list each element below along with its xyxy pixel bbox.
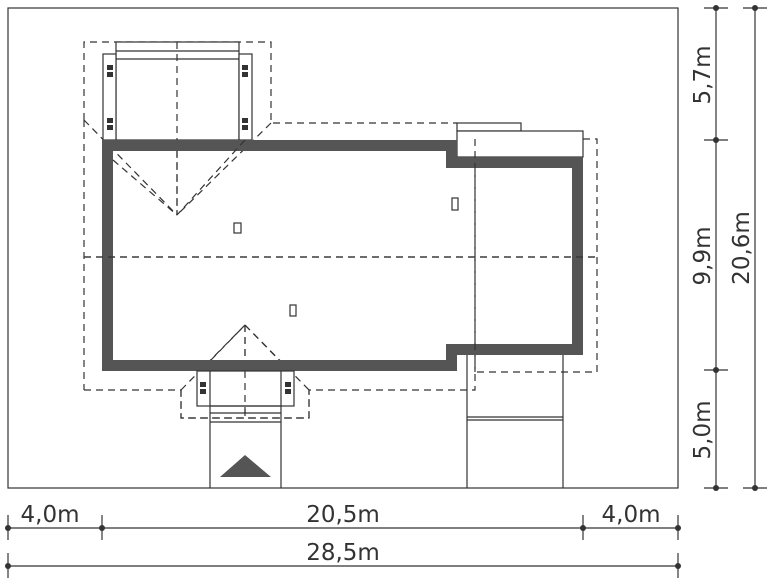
dim-building-width: 20,5m xyxy=(306,502,380,528)
dim-total-depth: 20,6m xyxy=(729,211,755,285)
column-icon xyxy=(200,382,291,394)
bottom-dimensions: 4,0m 20,5m 4,0m 28,5m xyxy=(5,502,681,578)
chimney-icon xyxy=(451,197,459,211)
building-walls xyxy=(84,139,597,372)
right-dimensions: 5,7m 9,9m 5,0m 20,6m xyxy=(690,5,767,491)
entrance-porch xyxy=(180,370,310,488)
garage-front xyxy=(456,122,584,158)
chimney-icon xyxy=(289,304,297,317)
entrance-arrow-icon xyxy=(220,455,271,477)
dim-top-setback: 5,7m xyxy=(690,46,716,105)
dim-total-width: 28,5m xyxy=(306,540,380,566)
dim-bottom-setback: 5,0m xyxy=(690,401,716,460)
dim-right-setback: 4,0m xyxy=(602,502,661,528)
dim-left-setback: 4,0m xyxy=(21,502,80,528)
plot-boundary xyxy=(7,7,679,489)
chimney-icon xyxy=(233,222,242,234)
dim-building-depth: 9,9m xyxy=(690,227,716,286)
column-icon xyxy=(107,65,248,130)
driveway xyxy=(466,355,564,488)
top-terrace xyxy=(102,41,253,141)
